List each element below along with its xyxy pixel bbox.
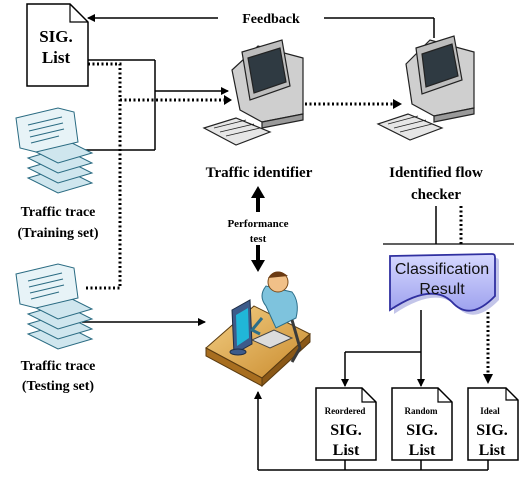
performance-test-line1: Performance xyxy=(227,218,288,230)
traffic-identifier-label: Traffic identifier xyxy=(206,165,313,181)
reordered-line2: List xyxy=(333,442,360,459)
training-trace-stack-icon xyxy=(15,107,94,194)
sig-list-document: SIG. List xyxy=(26,3,89,87)
random-sig-list-document: Random SIG. List xyxy=(391,387,453,461)
random-line2: List xyxy=(409,442,436,459)
training-trace-line2: (Training set) xyxy=(17,226,98,241)
flow-checker-line2: checker xyxy=(411,187,461,203)
random-tag: Random xyxy=(404,406,438,416)
classification-result-box: Classification Result xyxy=(389,253,499,315)
reordered-tag: Reordered xyxy=(325,406,366,416)
ideal-line2: List xyxy=(479,442,506,459)
feedback-label: Feedback xyxy=(242,12,300,27)
testing-trace-line2: (Testing set) xyxy=(22,379,95,394)
testing-trace-line1: Traffic trace xyxy=(21,359,96,374)
reordered-sig-list-document: Reordered SIG. List xyxy=(315,387,377,461)
flow-checker-line1: Identified flow xyxy=(389,165,483,181)
flow-checker-computer-icon xyxy=(376,35,475,141)
user-at-desk-icon xyxy=(205,271,311,388)
ideal-sig-list-document: Ideal SIG. List xyxy=(467,387,519,461)
sig-list-line1: SIG. xyxy=(39,27,73,46)
traffic-identifier-computer-icon xyxy=(202,39,304,146)
training-trace-line1: Traffic trace xyxy=(21,205,96,220)
reordered-line1: SIG. xyxy=(330,422,362,439)
classification-result-line1: Classification xyxy=(395,261,489,278)
random-line1: SIG. xyxy=(406,422,438,439)
ideal-line1: SIG. xyxy=(476,422,508,439)
ideal-tag: Ideal xyxy=(480,406,500,416)
sig-list-line2: List xyxy=(42,48,71,67)
testing-trace-stack-icon xyxy=(15,263,94,350)
connectors xyxy=(80,14,514,471)
performance-test-line2: test xyxy=(250,233,267,245)
classification-result-line2: Result xyxy=(419,281,465,298)
